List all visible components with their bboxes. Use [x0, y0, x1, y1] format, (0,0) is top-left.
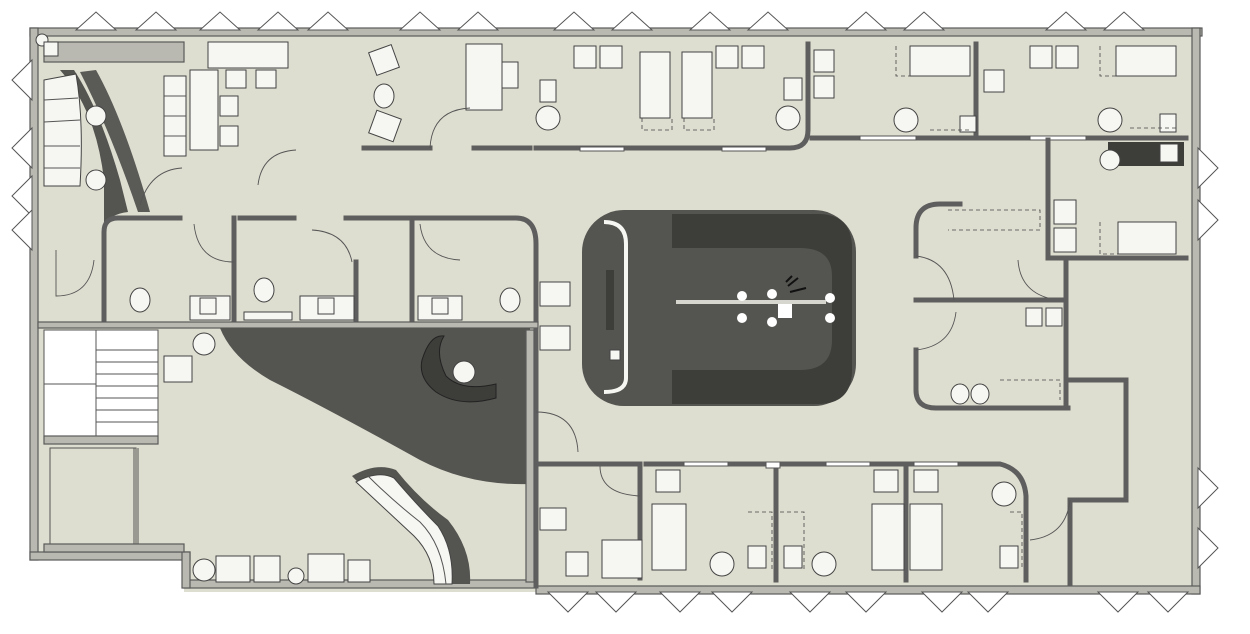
central-station — [582, 210, 856, 406]
waiting-area — [35, 33, 185, 226]
floor-area-lower-left — [34, 560, 184, 600]
restrooms — [37, 215, 539, 329]
reception-workroom — [139, 41, 297, 206]
windows-top — [74, 11, 1146, 31]
treatment-rooms-bottom — [537, 461, 1071, 583]
sterilization-lab — [913, 201, 1129, 587]
corridor — [533, 281, 579, 589]
office — [361, 43, 533, 151]
windows-right — [1197, 146, 1219, 570]
waiting-area-lower — [163, 328, 535, 585]
windows-left — [11, 58, 33, 252]
treatment-rooms-top — [533, 41, 811, 152]
windows-bottom — [546, 591, 1190, 613]
stairwell — [43, 329, 185, 553]
treatment-room-right — [1045, 137, 1189, 261]
treatment-rooms-top-right — [809, 41, 1189, 141]
